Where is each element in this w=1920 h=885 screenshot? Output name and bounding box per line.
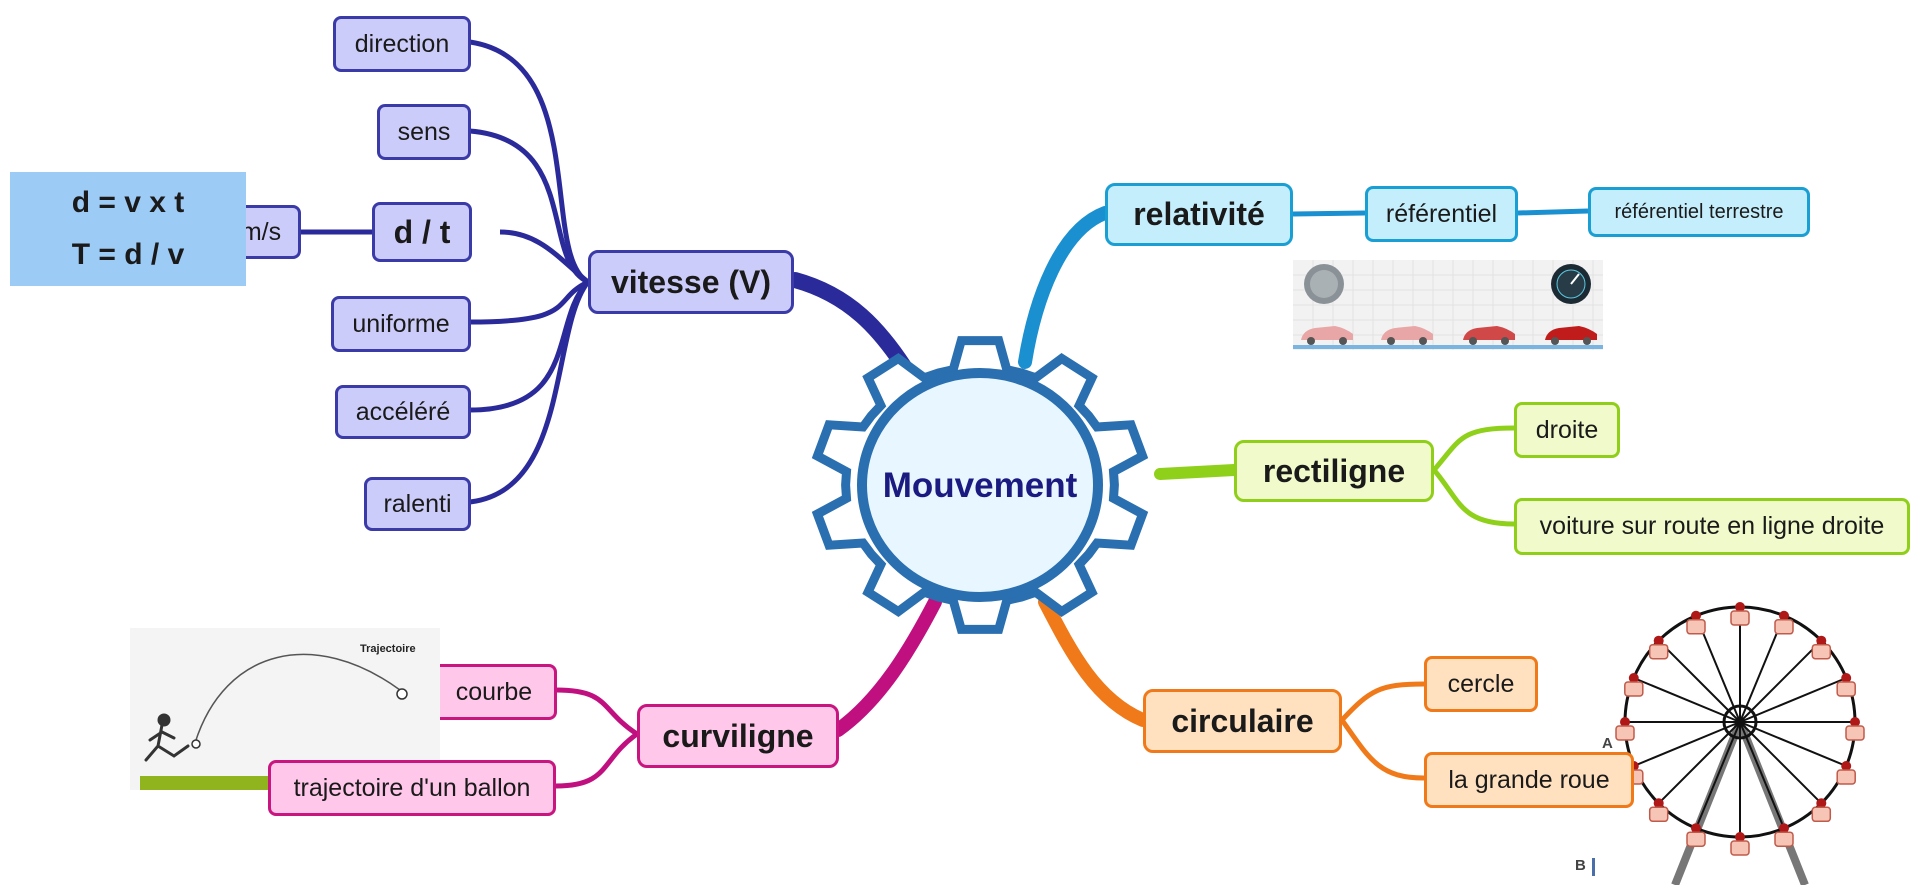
wheel-cabin	[1811, 806, 1832, 823]
wheel-spoke	[1633, 721, 1741, 767]
wheel-cabin	[1648, 806, 1669, 823]
topic-relativite[interactable]: relativité	[1105, 183, 1293, 246]
wheel-joint	[1816, 798, 1827, 809]
link-rectiligne-droite	[1432, 425, 1515, 472]
link-vitesse-uniforme	[469, 279, 590, 325]
subtopic-cercle[interactable]: cercle	[1424, 656, 1538, 712]
trajectory-caption: Trajectoire	[360, 643, 416, 655]
subtopic-direction[interactable]: direction	[333, 16, 471, 72]
wheel-spoke	[1739, 721, 1847, 767]
link-vitesse-ralenti	[469, 280, 590, 505]
formula-distance: d = v x t	[71, 186, 185, 219]
formula-box[interactable]: d = v x t T = d / v	[10, 172, 246, 286]
link-rectiligne-voiture	[1432, 468, 1515, 527]
wheel-cabin	[1686, 831, 1706, 847]
gear-icon	[811, 336, 1149, 634]
link-vitesse-sens	[469, 128, 590, 285]
wheel-cabin	[1774, 619, 1794, 635]
link-center-circulaire	[1038, 595, 1150, 727]
link-center-relativite	[1018, 206, 1112, 369]
subtopic-voiture-route[interactable]: voiture sur route en ligne droite	[1514, 498, 1910, 555]
wheel-spoke	[1633, 677, 1741, 723]
wheel-cabin	[1836, 769, 1856, 785]
wheel-spoke	[1657, 639, 1741, 723]
formula-time: T = d / v	[71, 238, 185, 271]
point-a-label: A	[1602, 735, 1613, 752]
subtopic-trajectoire-ballon[interactable]: trajectoire d'un ballon	[268, 760, 556, 816]
wheel-cabin	[1686, 619, 1706, 635]
subtopic-referentiel[interactable]: référentiel	[1365, 186, 1518, 242]
link-vitesse-dt	[499, 229, 590, 284]
wheel-spoke	[1695, 721, 1741, 829]
wheel-joint	[1841, 761, 1852, 771]
wheel-joint	[1850, 717, 1860, 727]
wheel-joint	[1691, 610, 1701, 621]
wheel-joint	[1735, 602, 1745, 612]
topic-vitesse[interactable]: vitesse (V)	[588, 250, 794, 314]
link-center-curviligne	[831, 595, 942, 737]
wheel-cabin	[1624, 681, 1644, 697]
point-b-label: B	[1575, 857, 1586, 874]
ferris-wheel-image: A B	[1575, 602, 1865, 885]
subtopic-courbe[interactable]: courbe	[431, 664, 557, 720]
wheel-cabin	[1730, 610, 1750, 626]
subtopic-accelere[interactable]: accéléré	[335, 385, 471, 439]
wheel-spoke	[1739, 721, 1785, 829]
wheel-joint	[1816, 635, 1827, 646]
wheel-joint	[1691, 823, 1701, 834]
center-topic[interactable]: Mouvement	[882, 466, 1078, 505]
wheel-cabin	[1845, 725, 1865, 741]
wheel-cabin	[1774, 831, 1794, 847]
link-curviligne-ballon	[555, 731, 639, 789]
subtopic-droite[interactable]: droite	[1514, 402, 1620, 458]
link-vitesse-accelere	[469, 280, 590, 413]
subtopic-referentiel-terrestre[interactable]: référentiel terrestre	[1588, 187, 1810, 237]
link-curviligne-courbe	[555, 687, 639, 737]
subtopic-ralenti[interactable]: ralenti	[364, 477, 471, 531]
link-referentiel-terrestre	[1517, 208, 1589, 216]
link-relativite-referentiel	[1292, 210, 1366, 217]
link-center-rectiligne	[1154, 464, 1240, 480]
wheel-spoke	[1739, 721, 1823, 805]
wheel-joint	[1779, 610, 1789, 621]
wheel-joint	[1735, 832, 1745, 842]
topic-circulaire[interactable]: circulaire	[1143, 689, 1342, 753]
subtopic-uniforme[interactable]: uniforme	[331, 296, 471, 352]
topic-curviligne[interactable]: curviligne	[637, 704, 839, 768]
wheel-joint	[1628, 673, 1639, 683]
wheel-cabin	[1811, 643, 1832, 660]
topic-rectiligne[interactable]: rectiligne	[1234, 440, 1434, 502]
link-vitesse-direction	[469, 39, 590, 285]
subtopic-d-over-t[interactable]: d / t	[372, 202, 472, 262]
subtopic-grande-roue[interactable]: la grande roue	[1424, 752, 1634, 808]
wheel-cabin	[1615, 725, 1635, 741]
wheel-joint	[1841, 673, 1852, 683]
wheel-spoke	[1739, 677, 1847, 723]
wheel-joint	[1620, 717, 1630, 727]
wheel-cabin	[1730, 840, 1750, 856]
wheel-joint	[1779, 823, 1789, 834]
link-circulaire-roue	[1339, 718, 1425, 781]
wheel-joint	[1653, 798, 1664, 809]
wheel-spoke	[1739, 639, 1823, 723]
subtopic-sens[interactable]: sens	[377, 104, 471, 160]
wheel-spoke	[1657, 721, 1741, 805]
wheel-cabin	[1836, 681, 1856, 697]
speedometer-cars-image	[1293, 260, 1603, 350]
wheel-joint	[1653, 635, 1664, 646]
link-circulaire-cercle	[1340, 681, 1425, 722]
wheel-cabin	[1648, 643, 1669, 660]
